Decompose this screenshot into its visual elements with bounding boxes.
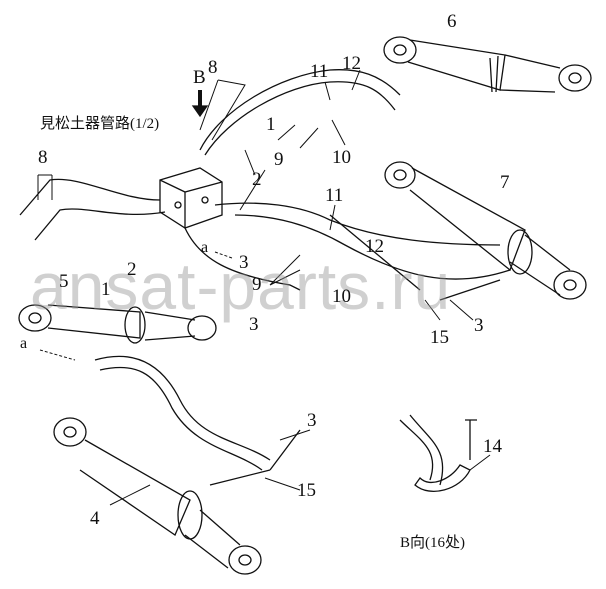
callout-14: 14 (483, 436, 502, 457)
callout-3: 3 (474, 315, 484, 336)
callout-2: 2 (252, 169, 262, 190)
callout-10: 10 (332, 147, 351, 168)
callout-3: 3 (249, 314, 259, 335)
callout-5: 5 (59, 271, 69, 292)
callout-12: 12 (342, 53, 361, 74)
view-b-label: B (193, 67, 206, 88)
callout-6: 6 (447, 11, 457, 32)
cylinder-6 (383, 36, 592, 93)
watermark: ansat-parts.ru (30, 249, 452, 323)
callout-15: 15 (297, 480, 316, 501)
callout-1: 1 (101, 279, 111, 300)
callout-a: a (201, 239, 209, 256)
callout-1: 1 (266, 114, 276, 135)
callout-11: 11 (310, 61, 329, 82)
leader-lines (37, 69, 491, 506)
callout-3: 3 (239, 252, 249, 273)
callout-2: 2 (127, 259, 137, 280)
callout-11: 11 (325, 185, 344, 206)
callout-8: 8 (38, 147, 48, 168)
cylinder-5 (18, 304, 217, 344)
callout-4: 4 (90, 508, 100, 529)
cylinder-7 (384, 161, 587, 300)
reference-note: 見松土器管路(1/2) (40, 116, 160, 132)
detail-b (399, 414, 477, 492)
callout-9: 9 (274, 149, 284, 170)
callout-3: 3 (307, 410, 317, 431)
callout-7: 7 (500, 172, 510, 193)
callout-9: 9 (252, 274, 262, 295)
callout-a: a (20, 335, 28, 352)
hoses (19, 69, 511, 486)
view-b-note: B向(16处) (400, 535, 465, 551)
valve-block (159, 167, 223, 229)
callout-15: 15 (430, 327, 449, 348)
view-b-arrow (191, 90, 209, 118)
callout-10: 10 (332, 286, 351, 307)
callout-12: 12 (365, 236, 384, 257)
cylinder-4 (53, 417, 262, 575)
callout-8: 8 (208, 57, 218, 78)
